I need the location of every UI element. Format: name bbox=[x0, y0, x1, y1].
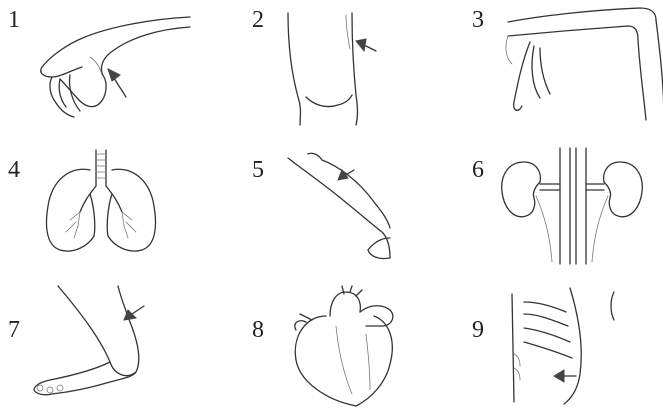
illustration-cell-5: 5 bbox=[228, 140, 438, 270]
illustration-cell-6: 6 bbox=[450, 140, 660, 270]
ankle-icon bbox=[30, 282, 180, 412]
illustration-cell-1: 1 bbox=[0, 0, 210, 130]
item-number-6: 6 bbox=[472, 158, 484, 182]
illustration-cell-9: 9 bbox=[450, 280, 660, 410]
illustration-cell-7: 7 bbox=[0, 280, 210, 410]
item-number-1: 1 bbox=[8, 8, 20, 32]
illustration-cell-2: 2 bbox=[228, 0, 438, 130]
knee-icon bbox=[268, 5, 428, 130]
illustration-cell-3: 3 bbox=[450, 0, 660, 130]
item-number-8: 8 bbox=[252, 318, 264, 342]
illustration-cell-8: 8 bbox=[228, 280, 438, 410]
kidneys-icon bbox=[490, 144, 650, 269]
item-number-3: 3 bbox=[472, 8, 484, 32]
item-number-9: 9 bbox=[472, 318, 484, 342]
item-number-5: 5 bbox=[252, 158, 264, 182]
elbow-icon bbox=[500, 2, 663, 127]
ribs-icon bbox=[494, 284, 663, 409]
wrist-icon bbox=[30, 5, 230, 130]
item-number-7: 7 bbox=[8, 318, 20, 342]
item-number-4: 4 bbox=[8, 158, 20, 182]
illustration-cell-4: 4 bbox=[0, 140, 210, 270]
heart-icon bbox=[286, 286, 426, 411]
calf-icon bbox=[278, 146, 448, 271]
lungs-icon bbox=[40, 146, 190, 271]
item-number-2: 2 bbox=[252, 8, 264, 32]
